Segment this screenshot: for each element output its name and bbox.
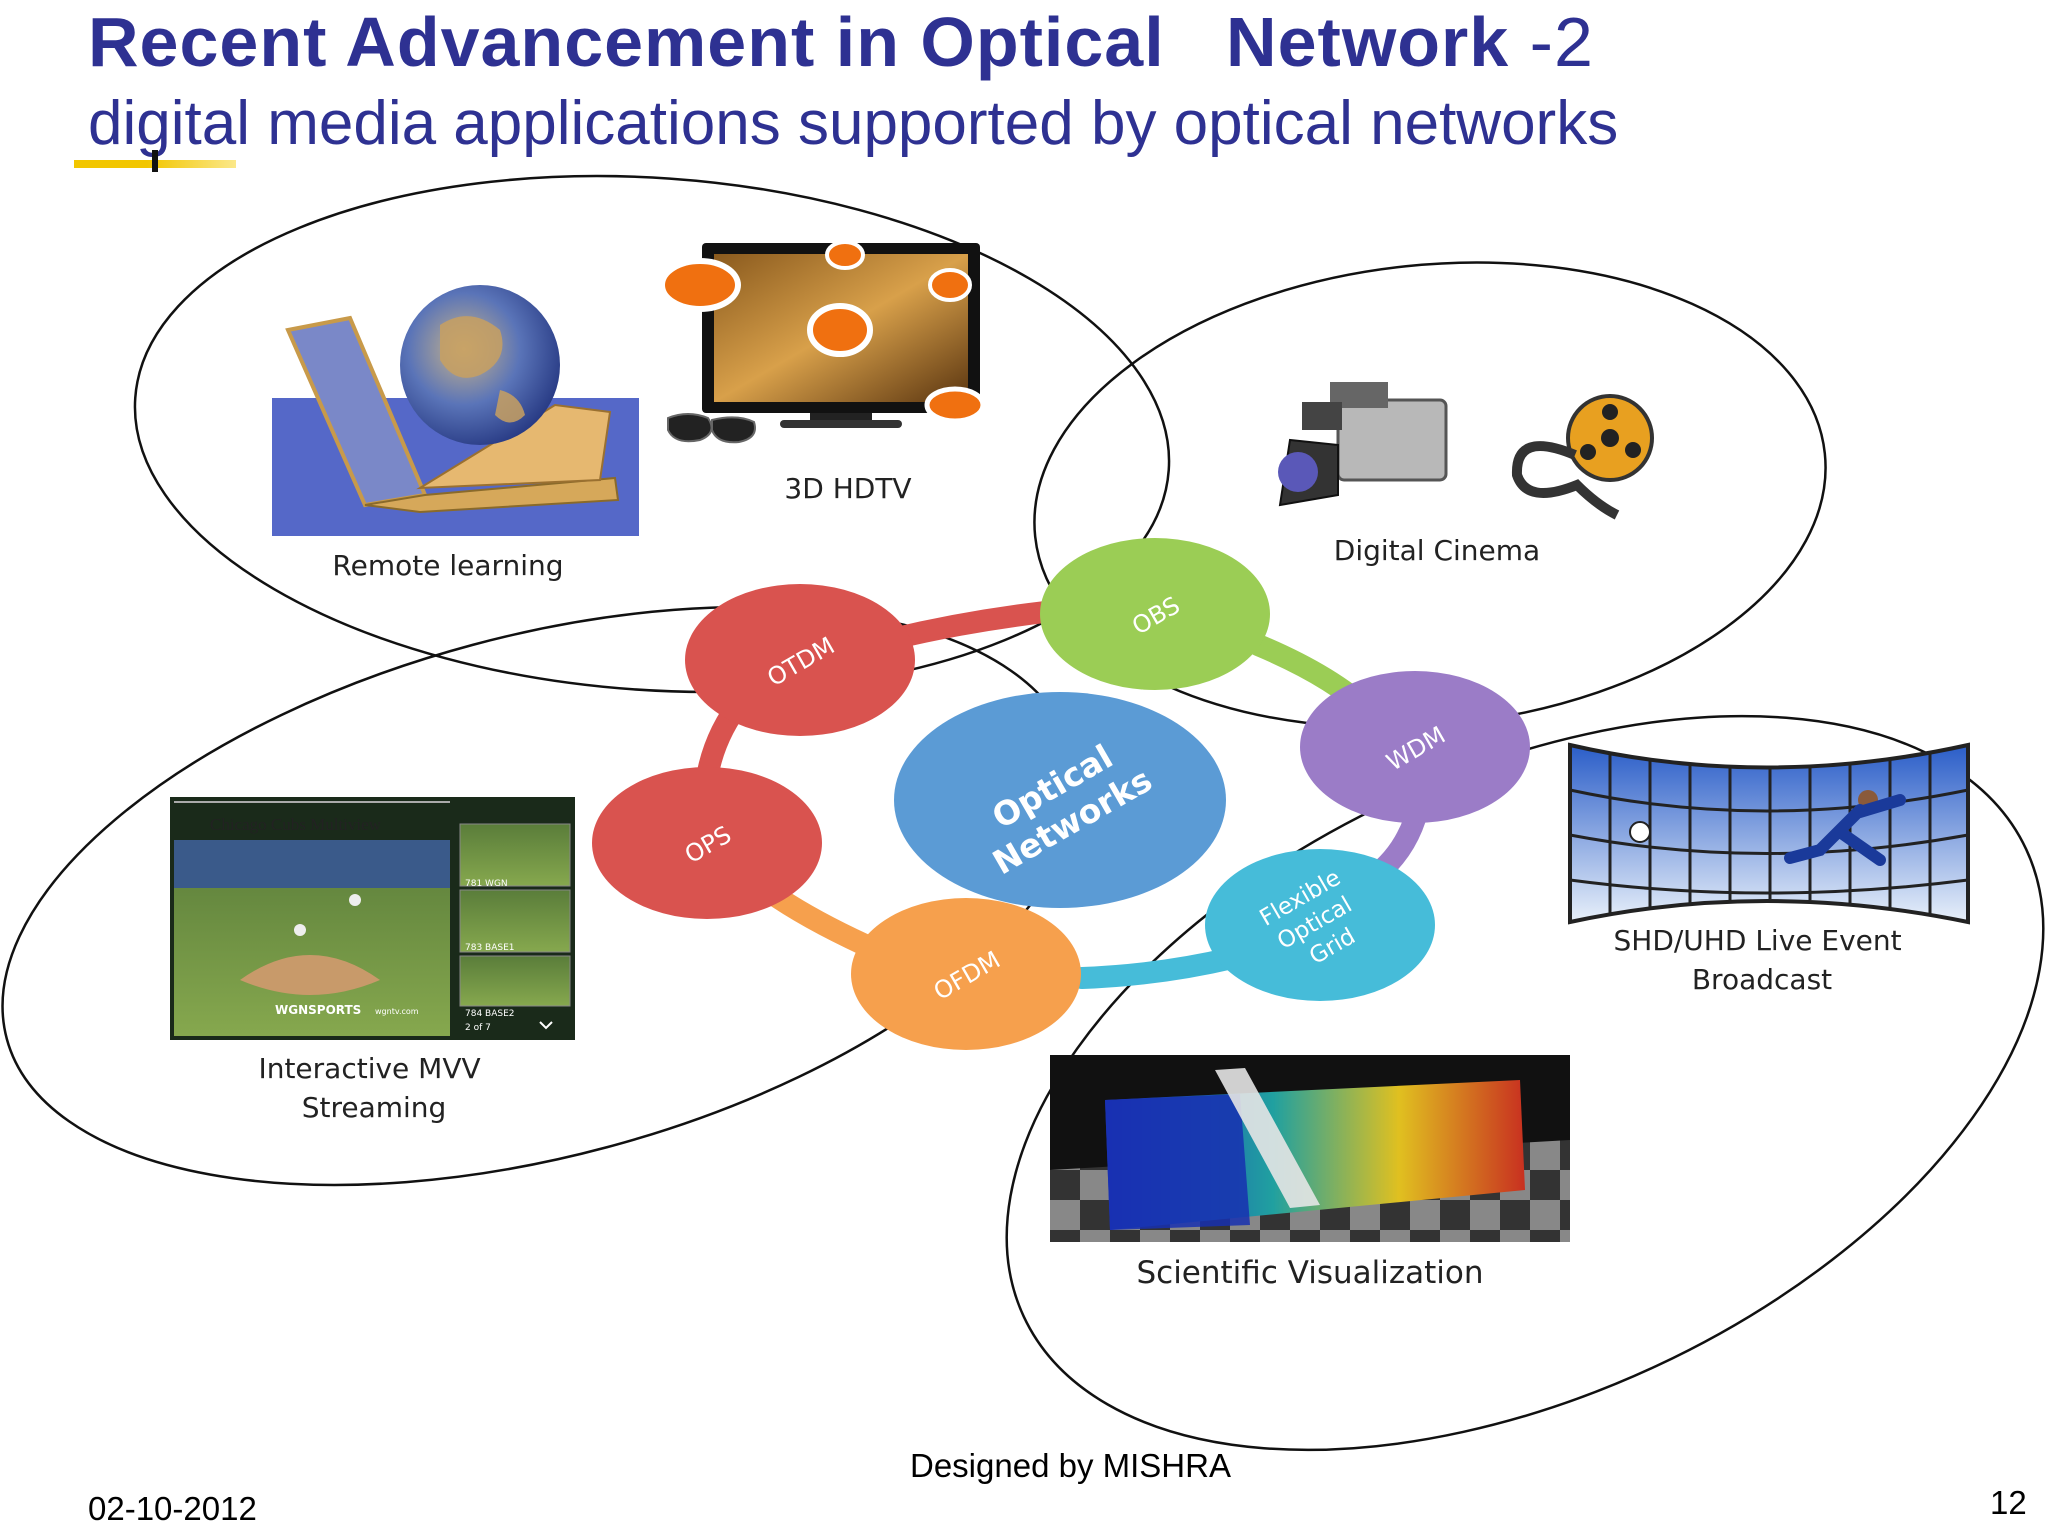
shd-uhd-illustration	[1568, 742, 1970, 925]
mvv-thumb-label-1: 781 WGN	[465, 879, 508, 889]
center-node: OpticalNetworks	[894, 692, 1226, 908]
app-label-digital-cinema: Digital Cinema	[1334, 534, 1540, 567]
fish-icon-5	[825, 240, 865, 270]
mvv-batter	[349, 894, 361, 906]
video-camera-icon	[1278, 382, 1448, 507]
footer-designer: Designed by MISHRA	[910, 1447, 1231, 1484]
grid-h-2	[1569, 833, 1969, 855]
tv-stand	[810, 413, 872, 423]
digital-cinema-illustration	[1278, 382, 1654, 520]
mvv-page-indicator: 2 of 7	[465, 1023, 491, 1033]
app-label-shd-line2: Broadcast	[1692, 963, 1832, 996]
title-tick	[152, 150, 158, 172]
globe-continent	[440, 316, 525, 423]
screen-grid-lines	[1569, 752, 1969, 915]
reel-hole-3	[1580, 444, 1596, 460]
app-label-shd-uhd: SHD/UHD Live Event Broadcast	[1613, 924, 1910, 996]
chevron-down-icon	[539, 1021, 553, 1030]
fish-icon-4	[924, 386, 986, 424]
mvv-thumb-3	[459, 955, 571, 1007]
node-ops: OPS	[592, 767, 822, 919]
node-obs-shape	[1040, 538, 1270, 690]
fish-icon-2	[807, 303, 873, 357]
node-otdm: OTDM	[685, 584, 915, 736]
film-strip	[1511, 441, 1620, 520]
fish-icon-3	[928, 268, 972, 302]
connector-flex-ofdm	[1071, 947, 1243, 989]
slide-subtitle: digital media applications supported by …	[88, 89, 1619, 158]
3d-glasses-icon	[667, 413, 756, 444]
remote-learning-illustration	[272, 285, 639, 536]
slide-title-main: Recent Advancement in Optical Network	[88, 3, 1510, 81]
fish-icon-1	[659, 258, 741, 312]
node-flexible-optical-grid: Flexible Optical Grid	[1205, 849, 1435, 1001]
mvv-url: wgntv.com	[375, 1007, 419, 1016]
mvv-thumb-label-3: 784 BASE2	[465, 1009, 515, 1019]
center-node-shape	[894, 692, 1226, 908]
mvv-thumb-1	[459, 823, 571, 887]
app-label-shd-line1: SHD/UHD Live Event	[1613, 924, 1901, 957]
soccer-player-icon	[1629, 790, 1906, 866]
slide-title-suffix: -2	[1509, 3, 1594, 81]
scientific-visualization-illustration	[1050, 1055, 1570, 1242]
clownfish-icons	[659, 240, 986, 424]
reel-hole-2	[1625, 442, 1641, 458]
app-label-scientific-vis: Scientific Visualization	[1136, 1255, 1483, 1291]
soccer-ball-icon	[1629, 821, 1651, 843]
mvv-header: Chicago Cubs Multiview	[210, 815, 382, 834]
ellipse-top-left	[133, 174, 1171, 694]
camera-lens-glass	[1278, 452, 1318, 492]
mvv-thumb-2	[459, 889, 571, 953]
app-label-mvv-line1: Interactive MVV	[258, 1052, 480, 1085]
network-nodes: OpticalNetworks OTDM OBS WDM Flexible Op…	[592, 538, 1530, 1050]
node-flexible-shape	[1205, 849, 1435, 1001]
mvv-streaming-illustration: Chicago Cubs Multiview 781 WGN 783 BASE1…	[170, 797, 575, 1040]
app-label-3d-hdtv: 3D HDTV	[784, 472, 911, 505]
camera-body	[1336, 398, 1448, 482]
mvv-thumb-label-2: 783 BASE1	[465, 943, 515, 953]
camera-viewfinder	[1302, 402, 1342, 430]
player-body	[1784, 794, 1906, 866]
grid-h-3	[1569, 878, 1969, 895]
node-obs: OBS	[1040, 538, 1270, 690]
app-label-interactive-mvv: Interactive MVV Streaming	[258, 1052, 489, 1124]
footer-date: 02-10-2012	[88, 1490, 257, 1527]
sci-particles-shadow	[1105, 1094, 1250, 1230]
node-wdm: WDM	[1300, 671, 1530, 823]
app-label-remote-learning: Remote learning	[332, 549, 563, 582]
laptop-base	[364, 476, 620, 514]
node-ofdm-shape	[851, 898, 1081, 1050]
node-ofdm: OFDM	[851, 898, 1081, 1050]
mvv-pitcher	[294, 924, 306, 936]
mvv-brand: WGNSPORTS	[275, 1003, 361, 1017]
footer-page-number: 12	[1990, 1484, 2027, 1521]
app-label-mvv-line2: Streaming	[302, 1091, 447, 1124]
mvv-stands	[174, 840, 450, 888]
node-otdm-shape	[685, 584, 915, 736]
mvv-infield	[240, 955, 380, 995]
sci-blade	[1215, 1068, 1320, 1208]
node-wdm-shape	[1300, 671, 1530, 823]
reel-hole-1	[1602, 404, 1618, 420]
tv-stand-base	[780, 420, 902, 428]
mvv-header-bg	[174, 801, 450, 803]
film-reel-icon	[1511, 394, 1654, 520]
node-ops-shape	[592, 767, 822, 919]
slide-title: Recent Advancement in Optical Network -2	[88, 2, 1988, 82]
3d-hdtv-illustration	[659, 240, 986, 444]
reel-hub	[1601, 429, 1619, 447]
grid-h-1	[1569, 788, 1969, 813]
